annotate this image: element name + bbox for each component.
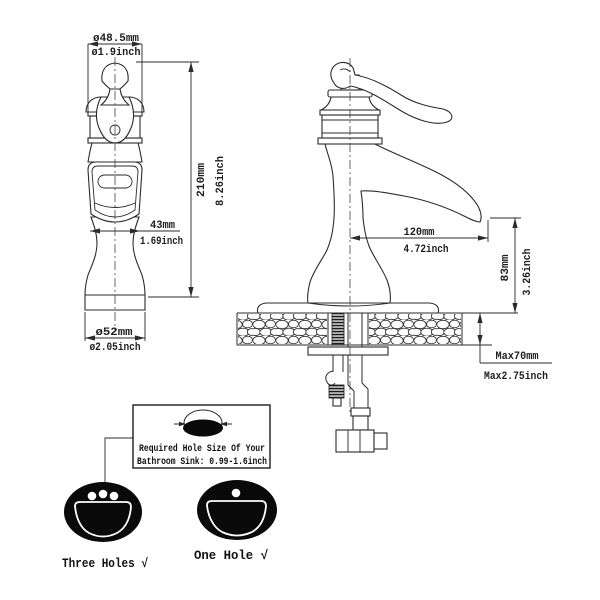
label-base-diameter-in: ø2.05inch — [90, 342, 141, 354]
countertop-cross-section — [236, 312, 518, 385]
rod-tip — [332, 397, 342, 407]
dim-height-210: 210mm 8.26inch — [136, 61, 227, 298]
countertop-hatch-right — [369, 314, 461, 344]
label-spout-height-mm: 83mm — [500, 254, 512, 281]
label-spout-width-in: 1.69inch — [140, 236, 183, 248]
sink-three-holes: Three Holes √ — [62, 482, 148, 571]
label-top-diameter-mm: ø48.5mm — [93, 33, 139, 45]
note-connector-line — [104, 437, 133, 486]
label-spout-reach-mm: 120mm — [404, 227, 435, 239]
mounting-flange — [307, 346, 389, 356]
faucet-hole-dot — [87, 491, 97, 501]
note-line1: Required Hole Size Of Your — [139, 443, 265, 455]
one-hole-basin-outline — [206, 500, 267, 537]
dim-max-deck-70: Max70mm Max2.75inch — [464, 313, 552, 383]
faucet-hole-dot — [98, 489, 108, 499]
label-spout-reach-in: 4.72inch — [404, 244, 449, 256]
rod-nut — [328, 384, 345, 399]
one-hole-sink-icon — [197, 480, 277, 540]
hose-nut-facet — [373, 432, 388, 450]
rod-hook — [325, 370, 336, 386]
side-body-and-spout — [307, 143, 482, 304]
faucet-front-view — [84, 57, 146, 332]
note-line2: Bathroom Sink: 0.99-1.6inch — [137, 456, 267, 468]
label-spout-height-in: 3.26inch — [522, 249, 534, 296]
countertop-hatch-left — [238, 314, 327, 344]
side-bonnet-bell — [320, 96, 380, 111]
hole-size-note: Required Hole Size Of Your Bathroom Sink… — [104, 404, 271, 486]
dim-top-diameter: ø48.5mm ø1.9inch — [87, 33, 143, 112]
label-height-in: 8.26inch — [215, 156, 227, 206]
front-body — [87, 142, 143, 163]
label-base-diameter-mm: ø52mm — [96, 327, 133, 339]
three-holes-basin-outline — [74, 501, 132, 538]
faucet-side-view — [307, 58, 482, 415]
dim-spout-width-43: 43mm 1.69inch — [90, 220, 183, 248]
side-lever-handle — [330, 61, 453, 124]
hole-fill — [183, 419, 223, 437]
label-max-deck-mm: Max70mm — [496, 351, 539, 363]
escutcheon-plate — [256, 302, 440, 314]
label-max-deck-in: Max2.75inch — [484, 371, 548, 383]
sink-one-hole: One Hole √ — [194, 480, 277, 563]
faucet-hole-dot — [109, 491, 119, 501]
hose-body — [352, 415, 369, 431]
dim-spout-height-83: 83mm 3.26inch — [490, 217, 534, 313]
hose-collar — [350, 407, 371, 417]
label-spout-width-mm: 43mm — [150, 220, 175, 232]
faucet-hole-dot — [231, 488, 241, 498]
three-holes-sink-icon — [64, 482, 142, 542]
dim-spout-reach-120: 120mm 4.72inch — [350, 220, 489, 256]
one-hole-label: One Hole √ — [194, 548, 268, 563]
supply-lines — [325, 355, 388, 453]
dim-base-diameter-52: ø52mm ø2.05inch — [84, 312, 146, 354]
label-height-mm: 210mm — [196, 163, 208, 197]
three-holes-label: Three Holes √ — [62, 556, 148, 571]
threaded-shank — [331, 312, 345, 346]
label-top-diameter-in: ø1.9inch — [92, 47, 141, 59]
hose-hex-nut — [335, 429, 375, 453]
